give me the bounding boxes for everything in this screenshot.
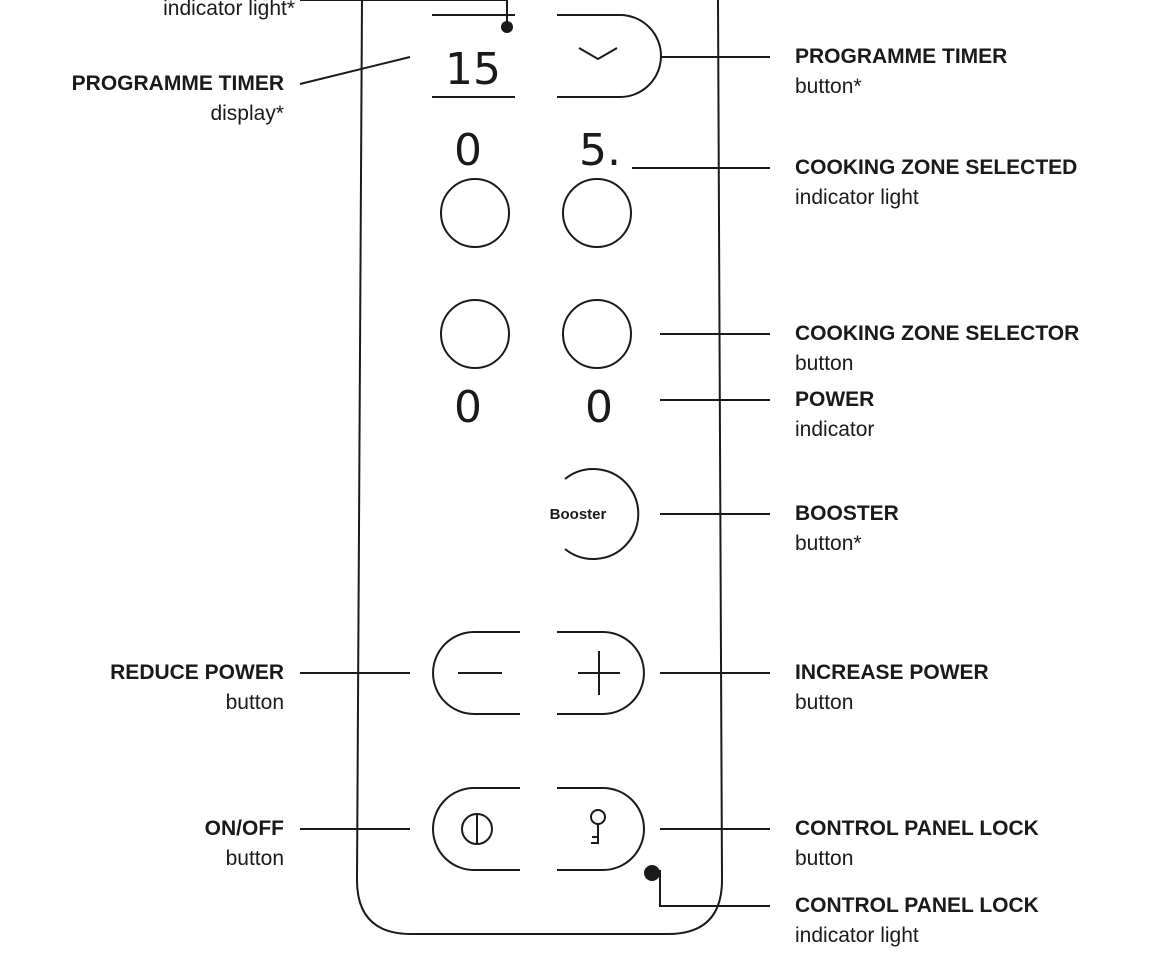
label-timer-display: PROGRAMME TIMER display* [72, 69, 284, 129]
timer-indicator-light [501, 21, 513, 33]
label-increase-power-subtitle: button [795, 691, 854, 714]
zone-value-top-right: 5. [579, 125, 621, 176]
label-on-off: ON/OFF button [205, 814, 284, 874]
label-zone-selector: COOKING ZONE SELECTOR button [795, 319, 1079, 379]
zone-value-top-left: 0 [454, 125, 482, 176]
key-icon-ring [590, 809, 606, 825]
label-zone-selected-title: COOKING ZONE SELECTED [795, 156, 1078, 179]
zone-selector-button-bottom-right[interactable] [562, 299, 632, 369]
increase-power-button[interactable] [557, 631, 645, 715]
leader-timer-display [299, 56, 411, 85]
label-zone-selector-title: COOKING ZONE SELECTOR [795, 322, 1080, 345]
label-timer-display-subtitle: display* [210, 102, 284, 125]
lock-indicator-light [644, 865, 660, 881]
reduce-power-button[interactable] [432, 631, 520, 715]
leader-timer-indicator [300, 0, 508, 27]
label-zone-selected: COOKING ZONE SELECTED indicator light [795, 153, 1077, 213]
label-lock-button: CONTROL PANEL LOCK button [795, 814, 1039, 874]
booster-label: Booster [550, 506, 607, 523]
label-reduce-power-title: REDUCE POWER [110, 661, 284, 684]
label-booster-title: BOOSTER [795, 502, 899, 525]
zone-selector-button-top-right[interactable] [562, 178, 632, 248]
label-lock-indicator-subtitle: indicator light [795, 924, 919, 947]
label-booster-subtitle: button* [795, 532, 862, 555]
label-lock-button-title: CONTROL PANEL LOCK [795, 817, 1039, 840]
label-timer-button-subtitle: button* [795, 75, 862, 98]
zone-selector-button-bottom-left[interactable] [440, 299, 510, 369]
label-increase-power: INCREASE POWER button [795, 658, 989, 718]
label-reduce-power: REDUCE POWER button [110, 658, 284, 718]
timer-button[interactable] [557, 14, 662, 98]
power-value-bottom-left: 0 [454, 382, 482, 433]
chevron-down-icon [578, 47, 618, 61]
panel-outline [355, 0, 724, 935]
booster-button[interactable] [564, 468, 640, 560]
key-icon [591, 824, 599, 844]
label-lock-indicator-title: CONTROL PANEL LOCK [795, 894, 1039, 917]
label-timer-indicator: indicator light* [163, 0, 295, 24]
label-lock-indicator: CONTROL PANEL LOCK indicator light [795, 891, 1039, 951]
label-zone-selector-subtitle: button [795, 352, 854, 375]
on-off-button[interactable] [432, 787, 520, 871]
leader-lock-indicator [659, 870, 770, 907]
label-timer-display-title: PROGRAMME TIMER [71, 72, 284, 95]
label-reduce-power-subtitle: button [225, 691, 284, 714]
label-lock-button-subtitle: button [795, 847, 854, 870]
label-increase-power-title: INCREASE POWER [795, 661, 989, 684]
zone-selector-button-top-left[interactable] [440, 178, 510, 248]
label-on-off-subtitle: button [225, 847, 284, 870]
label-booster: BOOSTER button* [795, 499, 899, 559]
power-value-bottom-right: 0 [585, 382, 613, 433]
label-timer-button-title: PROGRAMME TIMER [795, 45, 1008, 68]
label-zone-selected-subtitle: indicator light [795, 186, 919, 209]
label-timer-indicator-subtitle: indicator light* [163, 0, 295, 20]
label-power-indicator-title: POWER [795, 388, 875, 411]
timer-display-value: 15 [445, 44, 501, 95]
label-power-indicator-subtitle: indicator [795, 418, 875, 441]
label-power-indicator: POWER indicator [795, 385, 874, 445]
label-timer-button: PROGRAMME TIMER button* [795, 42, 1007, 102]
label-on-off-title: ON/OFF [204, 817, 284, 840]
lock-button[interactable] [557, 787, 645, 871]
